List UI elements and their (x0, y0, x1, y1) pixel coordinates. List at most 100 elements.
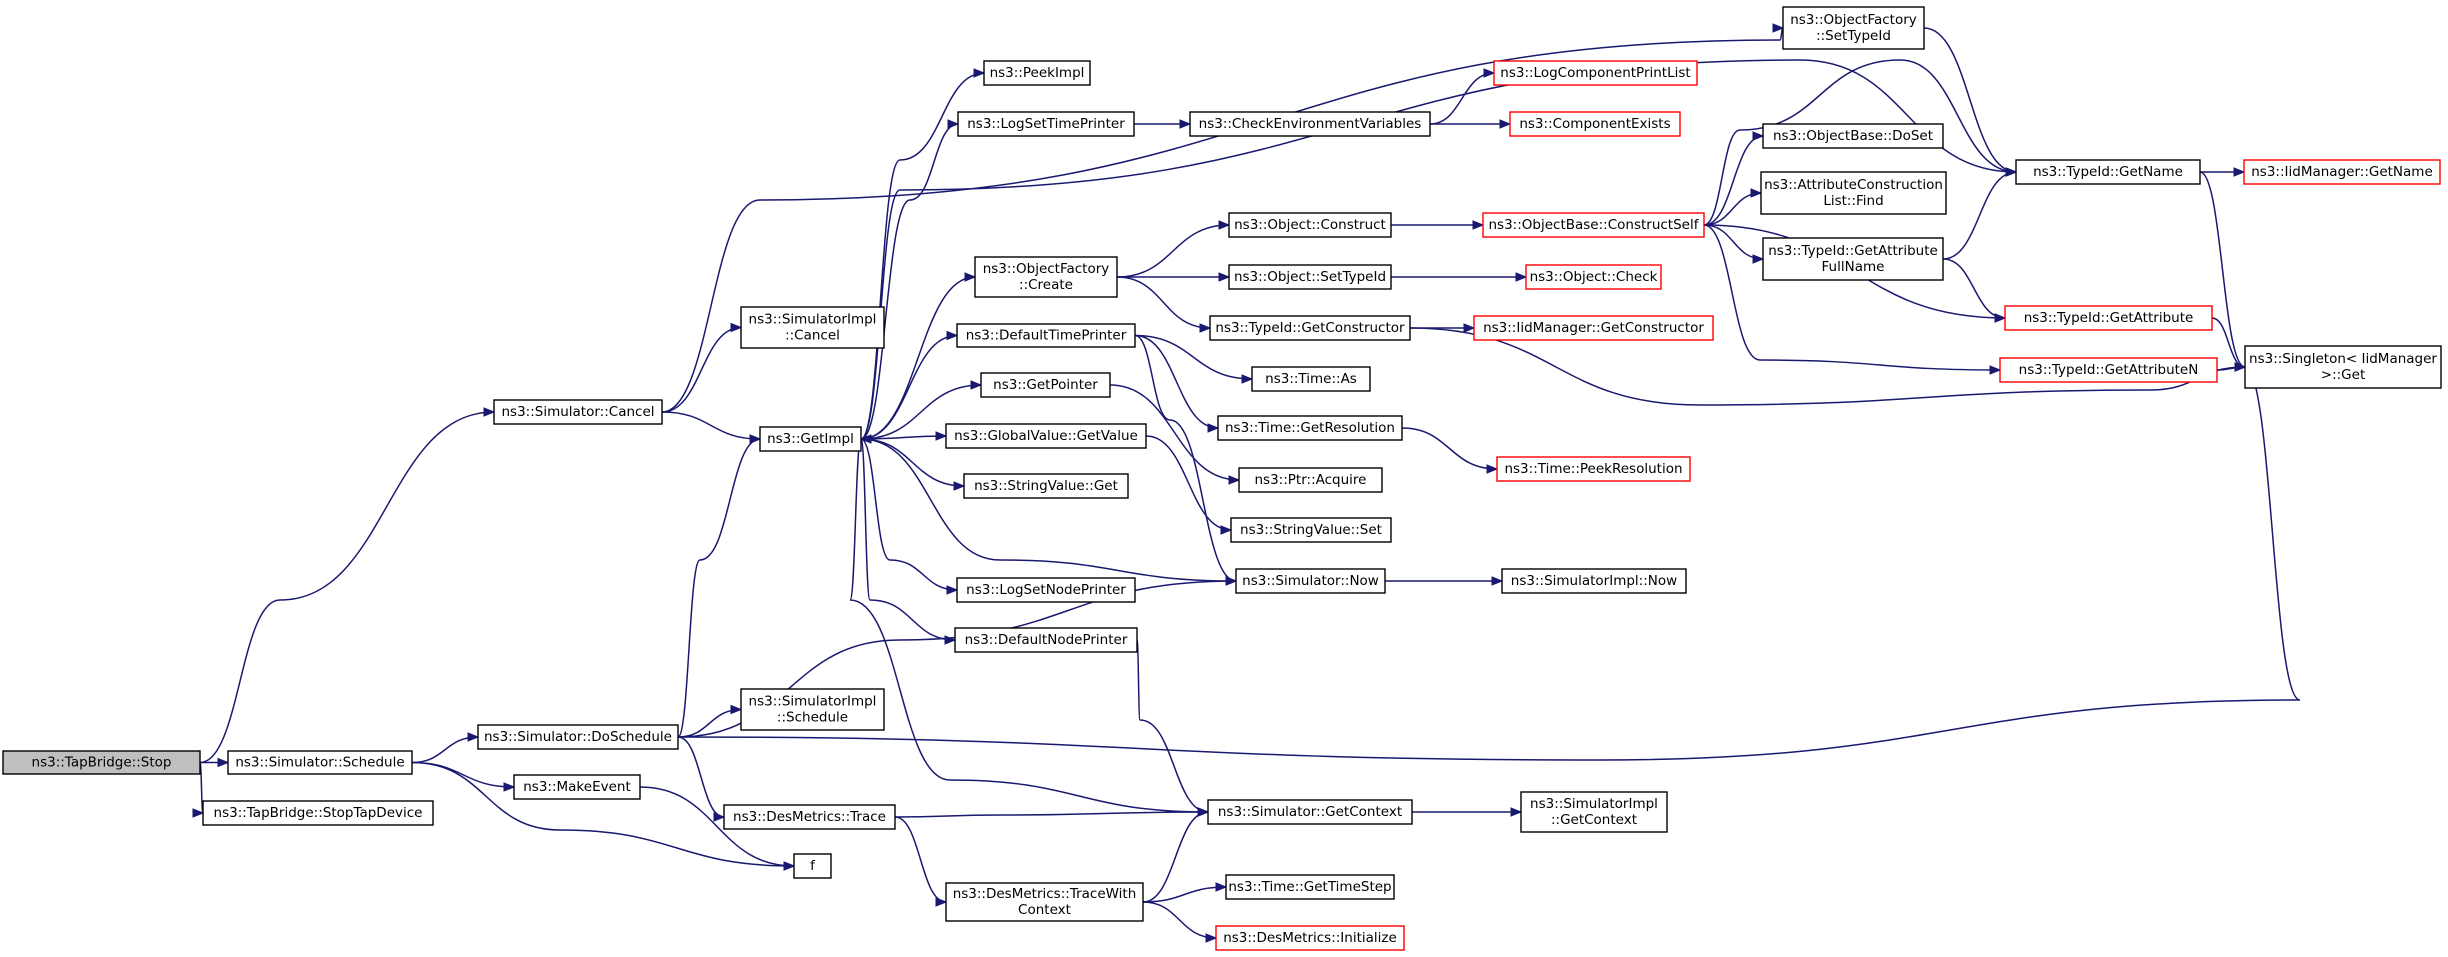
node-box (793, 853, 832, 879)
node-strget[interactable]: ns3::StringValue::Get (963, 473, 1129, 499)
edge-checkenv-to-logcomplist (1429, 68, 1496, 125)
arrowhead (749, 434, 762, 444)
edge-line (1142, 886, 1227, 903)
arrowhead (1218, 272, 1231, 282)
node-timeas[interactable]: ns3::Time::As (1251, 366, 1371, 392)
node-simimplctx[interactable]: ns3::SimulatorImpl::GetContext (1520, 791, 1668, 833)
node-simimplschedule[interactable]: ns3::SimulatorImpl::Schedule (740, 688, 885, 731)
node-box (963, 473, 1129, 499)
edge-ofsettypeid-to-tidgetname (1923, 27, 2018, 177)
node-gvgetvalue[interactable]: ns3::GlobalValue::GetValue (945, 423, 1147, 449)
edge-ofcreate-to-objsettypeid (1117, 272, 1231, 282)
node-simgetctx[interactable]: ns3::Simulator::GetContext (1207, 799, 1413, 825)
node-label: ns3::TypeId::GetAttributeN (2019, 362, 2199, 378)
node-box (1215, 925, 1405, 951)
node-doschedule[interactable]: ns3::Simulator::DoSchedule (477, 724, 679, 750)
node-logcomplist[interactable]: ns3::LogComponentPrintList (1493, 60, 1698, 86)
edge-line (1116, 276, 1211, 329)
node-cancel[interactable]: ns3::Simulator::Cancel (493, 399, 663, 425)
node-box (1782, 6, 1925, 50)
node-simnow[interactable]: ns3::Simulator::Now (1235, 568, 1386, 594)
node-obdoset[interactable]: ns3::ObjectBase::DoSet (1762, 123, 1944, 149)
arrowhead (1491, 576, 1504, 586)
node-simimplcancel[interactable]: ns3::SimulatorImpl::Cancel (740, 306, 885, 349)
node-box (477, 724, 679, 750)
node-layer: ns3::TapBridge::Stop ns3::Simulator::Sche… (2, 6, 2442, 951)
arrowhead (946, 585, 959, 595)
node-label: ns3::LogSetTimePrinter (967, 116, 1125, 132)
node-label: ns3::TypeId::GetName (2033, 164, 2183, 180)
node-getpointer[interactable]: ns3::GetPointer (980, 372, 1111, 398)
node-tidgetattrn[interactable]: ns3::TypeId::GetAttributeN (1999, 357, 2218, 383)
node-stoptap[interactable]: ns3::TapBridge::StopTapDevice (202, 800, 434, 826)
edge-obconstructself-to-obdoset (1703, 131, 1765, 226)
node-timegetres[interactable]: ns3::Time::GetResolution (1217, 415, 1403, 441)
node-destrace[interactable]: ns3::DesMetrics::Trace (723, 804, 896, 830)
node-desinit[interactable]: ns3::DesMetrics::Initialize (1215, 925, 1405, 951)
node-compexists[interactable]: ns3::ComponentExists (1509, 111, 1681, 137)
node-tidgetname[interactable]: ns3::TypeId::GetName (2015, 159, 2201, 185)
node-makeevent[interactable]: ns3::MakeEvent (513, 774, 641, 800)
node-label: ns3::SimulatorImpl::Now (1511, 573, 1677, 589)
arrowhead (1215, 882, 1228, 892)
node-iidgetctor[interactable]: ns3::IidManager::GetConstructor (1473, 315, 1714, 341)
edge-line (661, 27, 1784, 413)
node-label: ns3::ComponentExists (1519, 116, 1670, 132)
node-box (1238, 467, 1383, 493)
node-logsettime[interactable]: ns3::LogSetTimePrinter (957, 111, 1135, 137)
edge-line (1142, 811, 1209, 903)
node-box (202, 800, 434, 826)
node-iidgetname[interactable]: ns3::IidManager::GetName (2243, 159, 2441, 185)
node-box (1189, 111, 1431, 137)
node-singleton[interactable]: ns3::Singleton< IidManager >::Get (2244, 345, 2442, 389)
node-checkenv[interactable]: ns3::CheckEnvironmentVariables (1189, 111, 1431, 137)
node-objconstruct[interactable]: ns3::Object::Construct (1228, 212, 1392, 238)
node-label: >::Get (2321, 367, 2365, 383)
node-label: ns3::Object::Construct (1234, 217, 1386, 233)
node-f[interactable]: f (793, 853, 832, 879)
node-ptracquire[interactable]: ns3::Ptr::Acquire (1238, 467, 1383, 493)
arrowhead (1220, 525, 1233, 535)
node-deftimeprinter[interactable]: ns3::DefaultTimePrinter (956, 323, 1136, 348)
node-objsettypeid[interactable]: ns3::Object::SetTypeId (1228, 264, 1392, 290)
edge-line (1134, 334, 1237, 582)
node-strset[interactable]: ns3::StringValue::Set (1230, 517, 1392, 543)
node-logsetnode[interactable]: ns3::LogSetNodePrinter (956, 577, 1136, 603)
edge-line (1942, 171, 2017, 260)
edge-deftimeprinter-to-simnow (1134, 334, 1238, 586)
node-tidgetctor[interactable]: ns3::TypeId::GetConstructor (1209, 315, 1411, 341)
node-simimplnow[interactable]: ns3::SimulatorImpl::Now (1501, 568, 1687, 594)
arrowhead (1179, 119, 1192, 129)
node-timepeekres[interactable]: ns3::Time::PeekResolution (1496, 456, 1691, 482)
node-box (1217, 415, 1403, 441)
node-ofsettypeid[interactable]: ns3::ObjectFactory::SetTypeId (1782, 6, 1925, 50)
arrowhead (1207, 423, 1220, 433)
arrowhead (1225, 576, 1238, 586)
edge-line (860, 438, 1237, 582)
node-box (945, 882, 1144, 922)
edge-checkenv-to-compexists (1430, 119, 1512, 129)
node-obconstructself[interactable]: ns3::ObjectBase::ConstructSelf (1482, 212, 1705, 238)
node-getimpl[interactable]: ns3::GetImpl (759, 426, 862, 452)
node-peekimpl[interactable]: ns3::PeekImpl (983, 60, 1091, 86)
node-ofcreate[interactable]: ns3::ObjectFactory::Create (974, 256, 1118, 298)
node-timestep[interactable]: ns3::Time::GetTimeStep (1225, 874, 1395, 900)
node-objcheck[interactable]: ns3::Object::Check (1525, 264, 1662, 290)
node-box (1501, 568, 1687, 594)
node-stop[interactable]: ns3::TapBridge::Stop (2, 750, 201, 775)
node-tidgetattr[interactable]: ns3::TypeId::GetAttribute (2004, 305, 2213, 331)
arrowhead (503, 782, 516, 792)
node-box (974, 256, 1118, 298)
node-defnodeprinter[interactable]: ns3::DefaultNodePrinter (954, 627, 1138, 653)
edge-logsettime-to-checkenv (1134, 119, 1192, 129)
edge-line (677, 736, 725, 818)
arrowhead (946, 330, 959, 341)
node-schedule[interactable]: ns3::Simulator::Schedule (227, 750, 413, 775)
arrowhead (783, 861, 796, 871)
edge-traceWith-to-desinit (1142, 901, 1218, 943)
node-label: List::Find (1823, 193, 1883, 209)
